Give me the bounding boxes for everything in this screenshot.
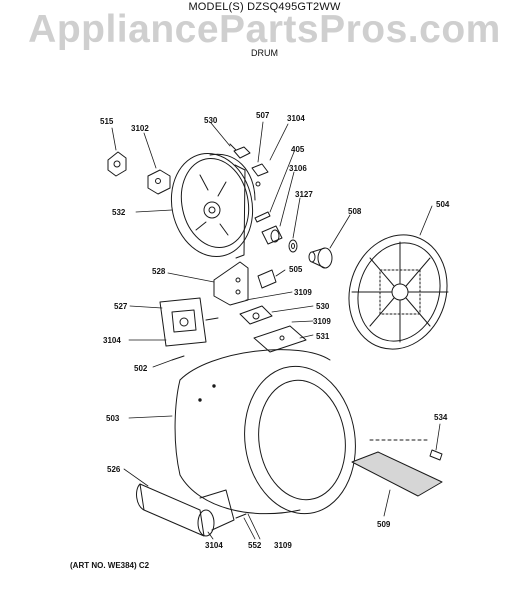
callout-507: 507	[256, 111, 270, 120]
part-405-bolt	[254, 211, 271, 223]
part-530-clip-top	[229, 143, 251, 159]
part-508-roller	[308, 247, 333, 269]
callout-532: 532	[112, 208, 126, 217]
part-526-heater	[136, 483, 235, 537]
callout-3104-b: 3104	[103, 336, 121, 345]
callout-3104: 3104	[287, 114, 305, 123]
part-3127-washer	[288, 239, 298, 253]
callout-515: 515	[100, 117, 114, 126]
part-504-front-bulkhead	[348, 234, 449, 350]
callout-503: 503	[106, 414, 120, 423]
part-509-baffle	[351, 451, 443, 497]
callout-552: 552	[248, 541, 262, 550]
part-527-mount	[159, 297, 219, 347]
part-515-bracket	[107, 151, 127, 177]
model-title: MODEL(S) DZSQ495GT2WW	[188, 1, 341, 13]
watermark: AppliancePartsPros.com	[28, 8, 501, 51]
callout-526: 526	[107, 465, 121, 474]
callout-527: 527	[114, 302, 128, 311]
part-531-plate	[253, 325, 307, 353]
callout-3104-c: 3104	[205, 541, 223, 550]
callout-530: 530	[204, 116, 218, 125]
part-3106-bearing	[261, 225, 283, 245]
callout-502: 502	[134, 364, 148, 373]
part-502-screw	[171, 355, 185, 361]
leader-lines	[111, 121, 441, 540]
callout-labels: 515 3102 530 507 3104 405 3106 3127 508 …	[100, 111, 450, 550]
callout-508: 508	[348, 207, 362, 216]
part-530-switch	[239, 305, 273, 325]
callout-3109: 3109	[294, 288, 312, 297]
callout-528: 528	[152, 267, 166, 276]
section-title: DRUM	[251, 48, 278, 58]
part-505-gasket	[257, 269, 277, 289]
callout-505: 505	[289, 265, 303, 274]
callout-534: 534	[434, 413, 448, 422]
part-503-drum	[174, 349, 356, 515]
part-552-screw	[235, 513, 247, 519]
callout-3102: 3102	[131, 124, 149, 133]
part-3102-plate	[147, 169, 171, 195]
callout-504: 504	[436, 200, 450, 209]
callout-3109-c: 3109	[274, 541, 292, 550]
callout-530-switch: 530	[316, 302, 330, 311]
part-534-screw	[429, 449, 443, 461]
callout-3106: 3106	[289, 164, 307, 173]
callout-405: 405	[291, 145, 305, 154]
part-507-clip	[251, 163, 269, 187]
callout-3127: 3127	[295, 190, 313, 199]
callout-531: 531	[316, 332, 330, 341]
callout-3109-b: 3109	[313, 317, 331, 326]
art-number: (ART NO. WE384) C2	[70, 561, 150, 570]
part-532-rear-bulkhead	[170, 152, 256, 259]
callout-509: 509	[377, 520, 391, 529]
part-528-bracket	[213, 261, 249, 306]
